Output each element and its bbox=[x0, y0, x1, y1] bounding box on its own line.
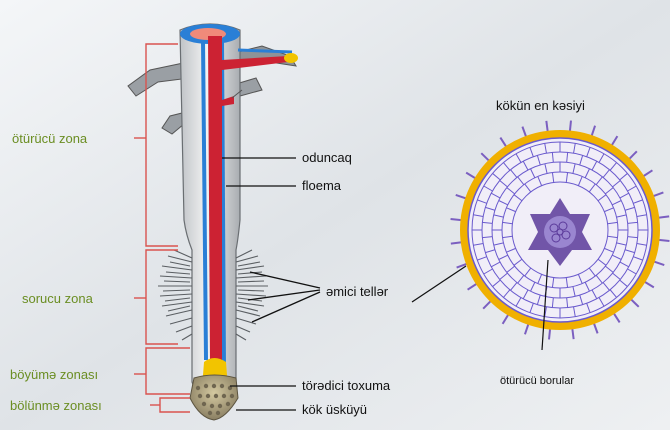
label-root-hairs: əmici tellər bbox=[326, 284, 389, 299]
pith bbox=[544, 216, 576, 248]
label-conducting-vessels: ötürücü borular bbox=[500, 375, 574, 387]
label-meristem: törədici toxuma bbox=[302, 378, 391, 393]
label-root-cap: kök üsküyü bbox=[302, 402, 367, 417]
zone-label-growth: böyümə zonası bbox=[10, 367, 98, 382]
label-phloem: floema bbox=[302, 178, 342, 193]
zone-label-division: bölünmə zonası bbox=[10, 398, 102, 413]
label-xylem: oduncaq bbox=[302, 150, 352, 165]
cross-section-title: kökün en kəsiyi bbox=[496, 98, 585, 113]
zone-label-transport: ötürücü zona bbox=[12, 131, 88, 146]
zone-label-absorption: sorucu zona bbox=[22, 291, 94, 306]
xylem-strand bbox=[208, 36, 222, 370]
